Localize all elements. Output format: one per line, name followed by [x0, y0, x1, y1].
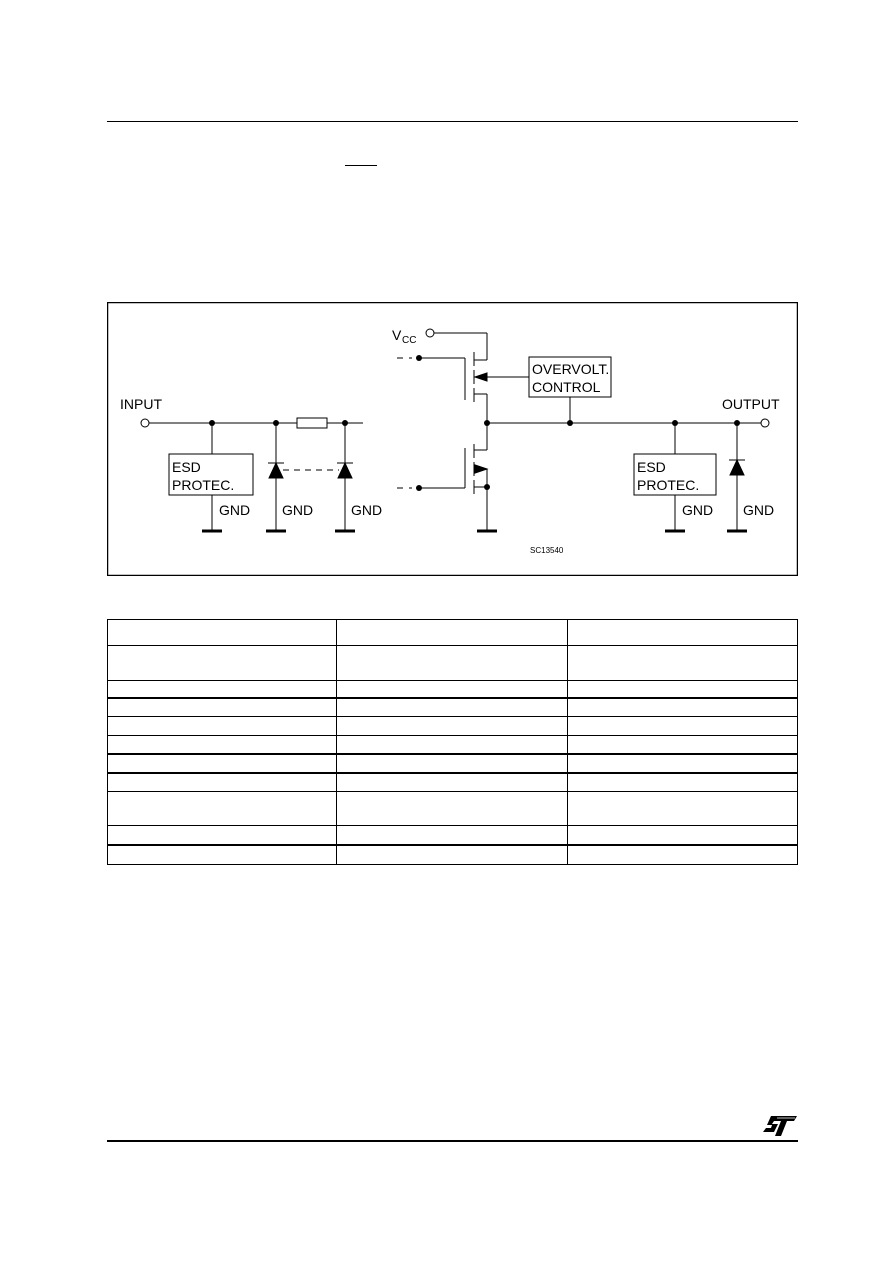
data-table: [107, 619, 798, 865]
overvolt-label-1: OVERVOLT.: [532, 361, 609, 377]
output-label: OUTPUT: [722, 396, 780, 412]
table-row-divider: [108, 735, 797, 736]
vcc-subscript: CC: [402, 335, 416, 346]
overvolt-label-2: CONTROL: [532, 379, 601, 395]
column-divider: [336, 620, 337, 864]
vcc-label: V: [392, 327, 402, 343]
esd-right-label-2: PROTEC.: [637, 477, 699, 493]
esd-left-label-2: PROTEC.: [172, 477, 234, 493]
diode1-triangle: [268, 461, 284, 479]
gnd-label: GND: [743, 502, 774, 518]
diagram-frame: [107, 302, 798, 576]
footer-rule: [107, 1140, 798, 1142]
st-logo-icon: [763, 1116, 797, 1136]
junction-dot: [484, 484, 490, 490]
resistor: [296, 417, 328, 429]
junction-dot: [342, 420, 348, 426]
figure-code: SC13540: [530, 546, 564, 555]
junction-dot: [567, 420, 573, 426]
overline-mark: [345, 165, 377, 166]
esd-right-label-1: ESD: [637, 459, 666, 475]
vcc-terminal: [425, 328, 435, 338]
junction-dot: [209, 420, 215, 426]
gnd-label: GND: [351, 502, 382, 518]
pmos-arrow: [473, 372, 488, 382]
esd-left-box: [168, 453, 254, 496]
circuit-diagram: V CC INPUT OUTPUT OVERVOLT. CONTROL ESD …: [107, 302, 798, 576]
junction-dot: [734, 420, 740, 426]
overline-mark: [438, 754, 466, 755]
column-divider: [567, 620, 568, 864]
gnd-label: GND: [219, 502, 250, 518]
junction-dot: [672, 420, 678, 426]
diode2-triangle: [337, 461, 353, 479]
junction-dot: [416, 355, 422, 361]
diode3-triangle: [729, 458, 745, 476]
table-row-divider: [108, 697, 797, 699]
input-label: INPUT: [120, 396, 162, 412]
junction-dot: [416, 485, 422, 491]
table-row-divider: [108, 645, 797, 646]
table-row-divider: [108, 716, 797, 717]
table-row-divider: [108, 680, 797, 681]
gnd-label: GND: [282, 502, 313, 518]
gnd-label: GND: [682, 502, 713, 518]
output-terminal: [760, 418, 770, 428]
esd-left-label-1: ESD: [172, 459, 201, 475]
header-rule: [107, 121, 798, 122]
table-row-divider: [108, 825, 797, 826]
table-row-divider: [108, 791, 797, 792]
input-terminal: [140, 418, 150, 428]
table-row-divider: [108, 844, 797, 846]
junction-dot: [484, 420, 490, 426]
table-row-divider: [108, 772, 797, 774]
junction-dot: [273, 420, 279, 426]
nmos-arrow: [474, 464, 489, 474]
